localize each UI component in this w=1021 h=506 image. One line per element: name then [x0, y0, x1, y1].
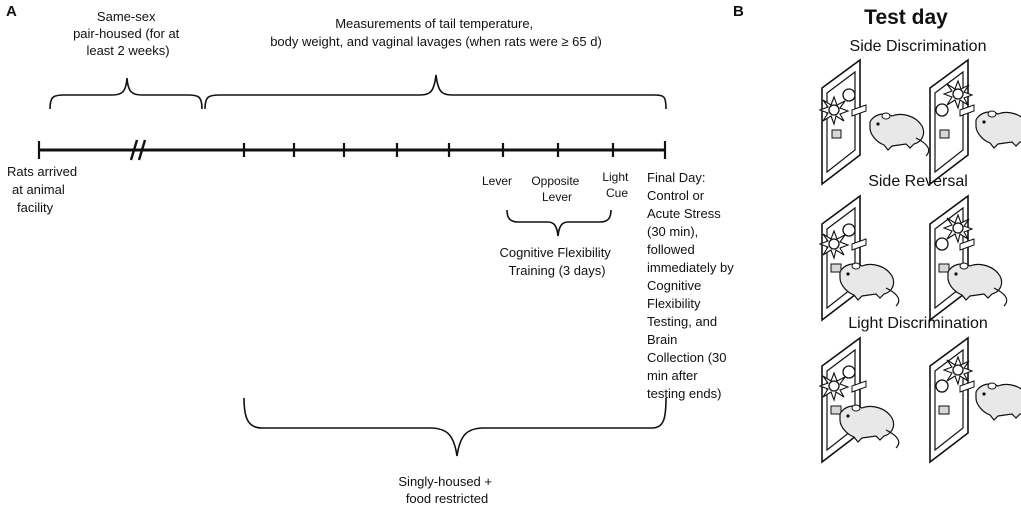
training-brace: [506, 209, 612, 237]
singly-housed-brace: [243, 397, 667, 457]
timeline-ticks: [37, 141, 667, 159]
final-day-label: Final Day: Control or Acute Stress (30 m…: [647, 170, 737, 401]
operant-box-side-discrimination-1: [819, 59, 930, 185]
operant-box-light-discrimination-2: [929, 337, 1021, 463]
section-side-discrimination: Side Discrimination: [850, 38, 987, 55]
measurements-label: Measurements of tail temperature, body w…: [270, 16, 602, 49]
axis-break: [129, 139, 147, 161]
operant-box-side-discrimination-2: [929, 59, 1021, 185]
measurements-brace: [204, 74, 667, 110]
training-step-lever: Lever: [482, 174, 512, 188]
section-light-discrimination: Light Discrimination: [848, 315, 988, 332]
training-step-opposite-lever: Opposite Lever: [531, 174, 582, 204]
operant-box-light-discrimination-1: [819, 337, 900, 463]
arrived-label: Rats arrived at animal facility: [7, 164, 81, 215]
test-day-title: Test day: [864, 6, 948, 29]
operant-box-side-reversal-2: [929, 195, 1008, 321]
training-label: Cognitive Flexibility Training (3 days): [500, 245, 615, 278]
training-step-light-cue: Light Cue: [602, 170, 631, 200]
panel-label-a: A: [6, 3, 17, 20]
panel-label-b: B: [733, 3, 744, 20]
operant-box-side-reversal-1: [819, 195, 900, 321]
singly-housed-label: Singly-housed + food restricted: [398, 474, 495, 506]
pair-housed-label: Same-sex pair-housed (for at least 2 wee…: [73, 9, 183, 58]
pair-housed-brace: [49, 77, 203, 110]
section-side-reversal: Side Reversal: [868, 173, 968, 190]
